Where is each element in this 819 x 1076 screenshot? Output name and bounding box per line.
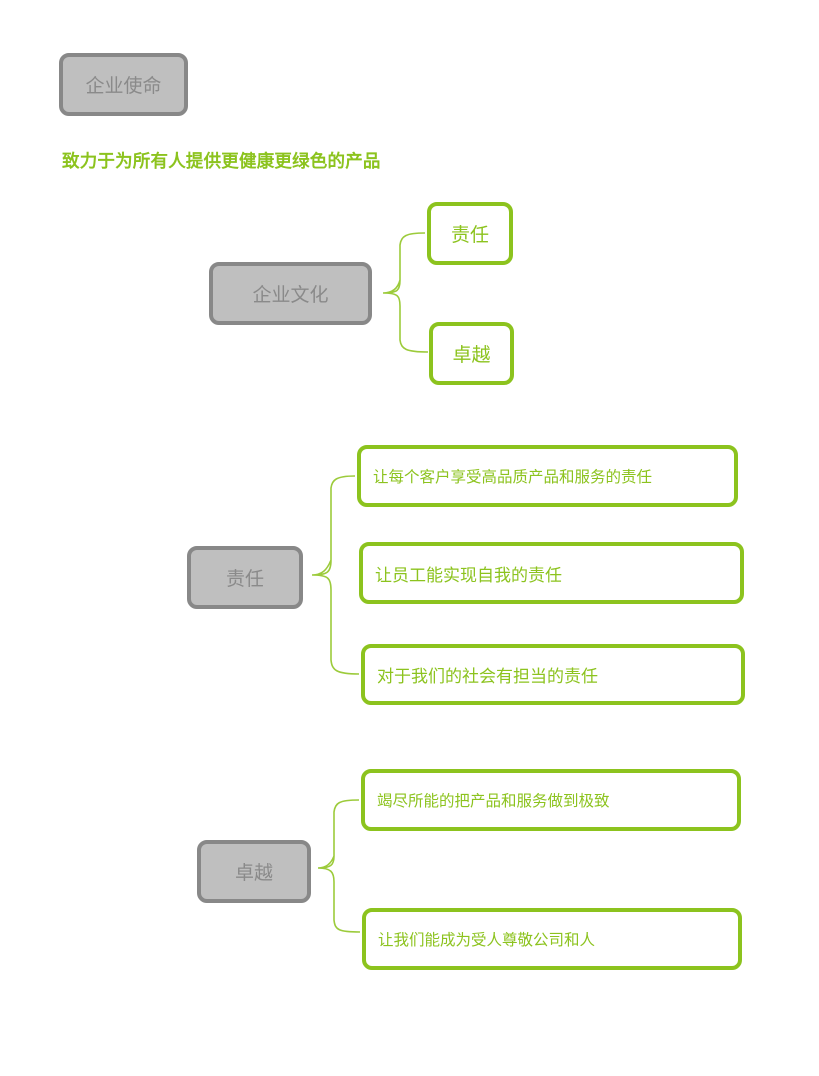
- excellence-brace: [317, 799, 361, 933]
- mission-label: 企业使命: [85, 75, 162, 97]
- responsibility-item[interactable]: 让员工能实现自我的责任: [359, 542, 744, 604]
- responsibility-item[interactable]: 对于我们的社会有担当的责任: [361, 644, 745, 705]
- responsibility-item-text: 让员工能实现自我的责任: [375, 565, 562, 586]
- culture-child-label: 卓越: [452, 344, 491, 366]
- responsibility-label: 责任: [225, 568, 264, 590]
- culture-node[interactable]: 企业文化: [209, 262, 372, 325]
- culture-child-excellence[interactable]: 卓越: [429, 322, 514, 385]
- excellence-item[interactable]: 竭尽所能的把产品和服务做到极致: [361, 769, 741, 831]
- responsibility-item-text: 让每个客户享受高品质产品和服务的责任: [373, 468, 653, 486]
- excellence-node[interactable]: 卓越: [197, 840, 311, 903]
- culture-brace: [382, 232, 429, 353]
- excellence-item-text: 竭尽所能的把产品和服务做到极致: [377, 792, 610, 810]
- mission-node[interactable]: 企业使命: [59, 53, 188, 116]
- excellence-item[interactable]: 让我们能成为受人尊敬公司和人: [362, 908, 742, 970]
- responsibility-item[interactable]: 让每个客户享受高品质产品和服务的责任: [357, 445, 738, 507]
- mission-statement: 致力于为所有人提供更健康更绿色的产品: [62, 152, 381, 172]
- excellence-label: 卓越: [234, 862, 273, 884]
- culture-child-responsibility[interactable]: 责任: [427, 202, 513, 265]
- responsibility-item-text: 对于我们的社会有担当的责任: [377, 667, 598, 687]
- responsibility-node[interactable]: 责任: [187, 546, 303, 609]
- culture-child-label: 责任: [450, 224, 489, 246]
- responsibility-brace: [311, 475, 360, 675]
- culture-label: 企业文化: [252, 284, 329, 306]
- excellence-item-text: 让我们能成为受人尊敬公司和人: [378, 931, 596, 949]
